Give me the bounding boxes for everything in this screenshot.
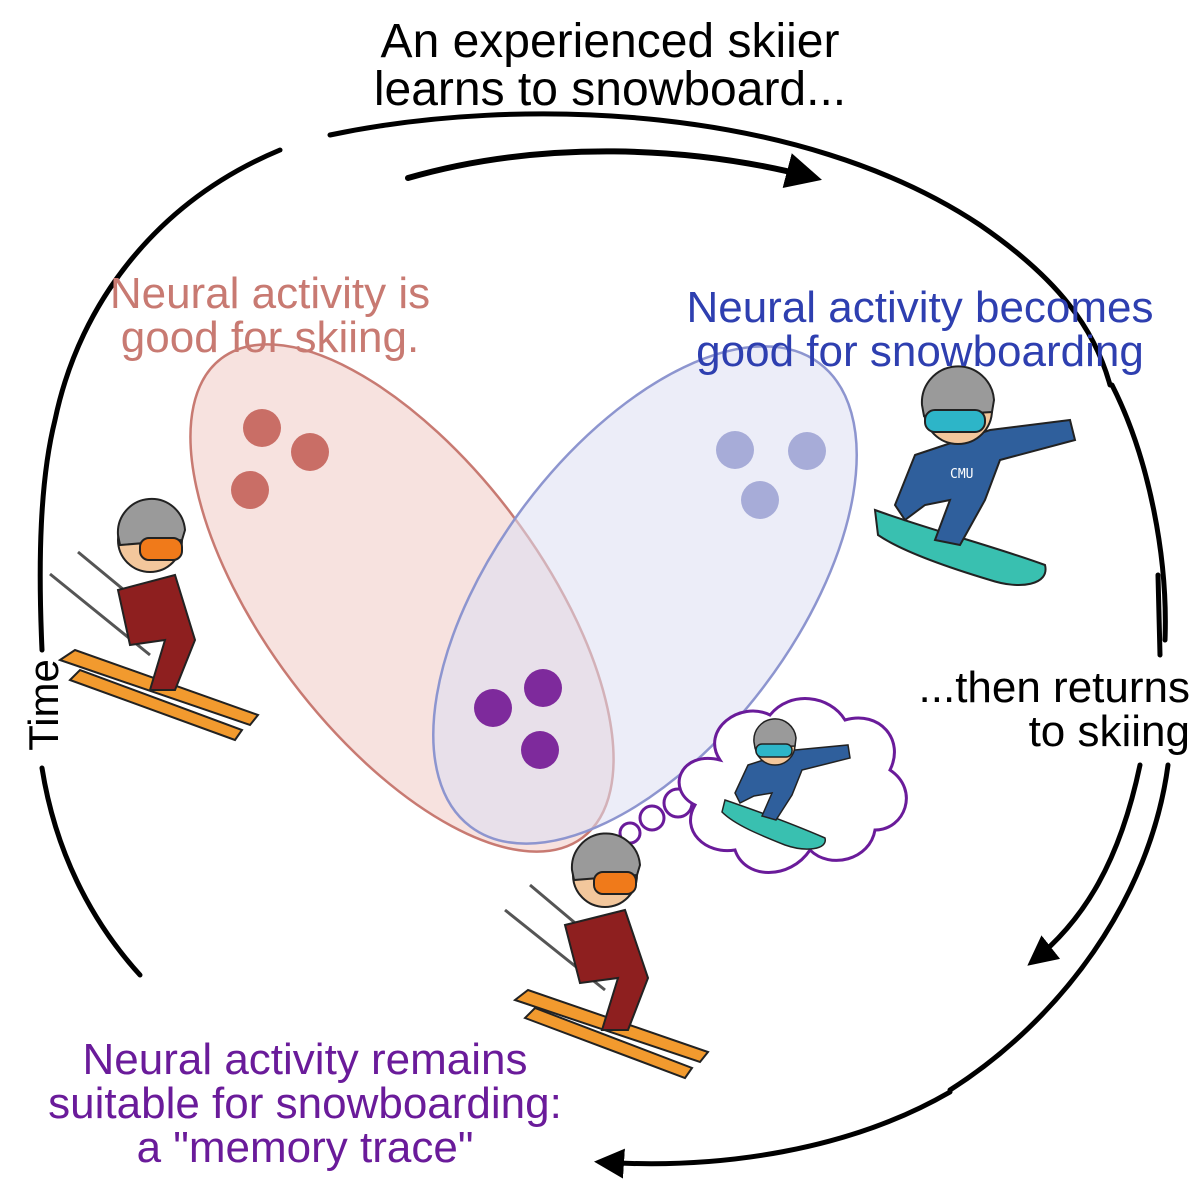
- skiing-state-line-2: good for skiing.: [120, 313, 420, 362]
- snowboarding-state-line-1: Neural activity becomes: [686, 283, 1154, 332]
- memory-trace-line-1: Neural activity remains: [82, 1035, 528, 1084]
- cycle-arc-right: [1109, 382, 1168, 643]
- memory-dot: [524, 669, 562, 707]
- snowboarding-ellipse: [432, 345, 858, 845]
- title-line-1: An experienced skiier: [380, 15, 840, 68]
- snowboarder-icon: CMU: [873, 365, 1077, 586]
- title-line-2: learns to snowboard...: [373, 63, 847, 116]
- snowboarding-dot: [788, 432, 826, 470]
- return-line-2: to skiing: [1028, 707, 1190, 756]
- snowboarding-state-label: Neural activity becomes good for snowboa…: [640, 286, 1200, 374]
- cycle-arc-right-upper-gap: [1155, 572, 1163, 658]
- snowboarder-logo: CMU: [950, 467, 973, 482]
- time-cycle: [37, 111, 1171, 1179]
- snowboarding-dot: [741, 481, 779, 519]
- cycle-arc-left: [37, 147, 283, 653]
- cycle-arc-right-lower: [947, 762, 1171, 1093]
- skiing-state-label: Neural activity is good for skiing.: [60, 272, 480, 360]
- memory-trace-line-3: a "memory trace": [136, 1123, 474, 1172]
- time-axis-label: Time: [20, 659, 67, 751]
- cycle-arc-left-lower: [39, 765, 143, 978]
- memory-dot: [474, 689, 512, 727]
- skier-icon: [49, 497, 260, 742]
- return-line-1: ...then returns: [918, 663, 1190, 712]
- neural-states: [189, 343, 858, 853]
- skiing-state-line-1: Neural activity is: [109, 269, 431, 318]
- thought-bubble-icon: [618, 697, 908, 874]
- activity-dots: [231, 409, 826, 769]
- return-label: ...then returns to skiing: [860, 666, 1190, 754]
- snowboarding-dot: [716, 431, 754, 469]
- memory-trace-line-2: suitable for snowboarding:: [48, 1079, 562, 1128]
- snowboarding-state-line-2: good for snowboarding: [696, 327, 1144, 376]
- cycle-arc-top: [327, 111, 1113, 388]
- title-label: An experienced skiier learns to snowboar…: [360, 18, 860, 114]
- skier-icon-bottom: [504, 832, 710, 1080]
- skiing-dot: [231, 471, 269, 509]
- skiing-dot: [243, 409, 281, 447]
- memory-trace-label: Neural activity remains suitable for sno…: [10, 1038, 600, 1170]
- cycle-arc-right-inner: [1027, 762, 1143, 966]
- memory-dot: [521, 731, 559, 769]
- cycle-arrow-top: [405, 148, 822, 189]
- skiing-dot: [291, 433, 329, 471]
- cycle-arc-bottom: [594, 1089, 953, 1179]
